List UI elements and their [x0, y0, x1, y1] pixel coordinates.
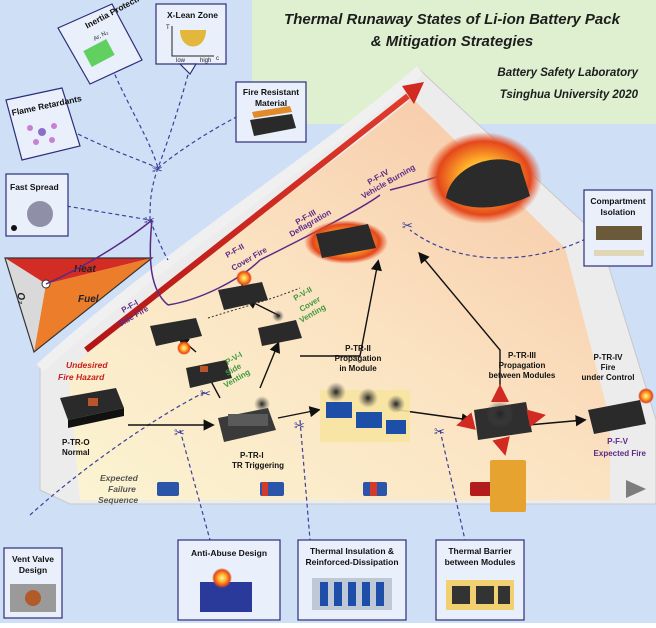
battery-p-tr-ii [320, 382, 410, 442]
state-p-tr-iii-line-2: Propagation [499, 361, 546, 370]
box-compartment-isolation: Compartment Isolation [583, 189, 653, 267]
barrier-line-2: between Modules [445, 557, 516, 567]
vent-valve-line-2: Design [19, 565, 47, 575]
state-p-tr-ii-line-1: P-TR-II [345, 344, 371, 353]
box-flame-retardants: Flame Retardants [5, 87, 83, 161]
box-fast-spread: Fast Spread [5, 173, 69, 237]
state-p-tr-o-line-1: P-TR-O [62, 438, 90, 447]
battery-p-tr-iii [456, 384, 546, 456]
sequence-label-line-3: Sequence [98, 495, 138, 505]
vent-valve-line-1: Vent Valve [12, 554, 54, 564]
hazard-label-line-1: Undesired [66, 360, 108, 370]
state-p-tr-iv-line-1: P-TR-IV [594, 353, 624, 362]
state-p-tr-iii-line-3: between Modules [489, 371, 556, 380]
sequence-cells [157, 460, 526, 512]
dotted-path [207, 287, 301, 319]
scissors-icon: ✂ [200, 386, 211, 401]
scissors-icon: ✂ [434, 424, 445, 439]
state-p-f-v-line-2: Expected Fire [594, 449, 647, 458]
x-lean-title: X-Lean Zone [167, 10, 218, 20]
sequence-label-line-1: Expected [100, 473, 139, 483]
title-line-1: Thermal Runaway States of Li-ion Battery… [284, 11, 621, 28]
state-p-tr-iii-line-1: P-TR-III [508, 351, 536, 360]
box-anti-abuse-design: Anti-Abuse Design [177, 539, 281, 621]
x-lean-axis-t: T [166, 25, 170, 31]
scissors-icon: ✂ [294, 418, 305, 433]
state-p-tr-i-line-1: P-TR-I [240, 451, 264, 460]
battery-p-f-ii [218, 270, 268, 310]
state-p-tr-ii-line-2: Propagation [335, 354, 382, 363]
box-fire-resistant-material: Fire Resistant Material [235, 81, 307, 143]
state-p-tr-iv-line-2: Fire [601, 363, 616, 372]
battery-p-v-ii [258, 310, 302, 346]
university-name: Tsinghua University 2020 [500, 89, 639, 101]
lab-name: Battery Safety Laboratory [497, 67, 638, 79]
state-p-tr-o-line-2: Normal [62, 448, 90, 457]
battery-p-f-i [150, 318, 202, 355]
box-x-lean-zone: X-Lean Zone T c low high [155, 3, 227, 75]
triangle-fuel-label: Fuel [78, 294, 99, 305]
x-lean-axis-c: c [216, 56, 219, 62]
anti-abuse-title: Anti-Abuse Design [191, 548, 267, 558]
fire-triangle: Heat Fuel O₂ [4, 257, 154, 354]
sequence-label-line-2: Failure [108, 484, 136, 494]
hazard-arrow-line [84, 93, 410, 353]
battery-p-tr-i [218, 396, 276, 442]
battery-p-tr-o [60, 388, 124, 428]
box-thermal-insulation: Thermal Insulation & Reinforced-Dissipat… [297, 539, 407, 621]
title-line-2: & Mitigation Strategies [371, 33, 534, 50]
triangle-heat-label: Heat [74, 264, 96, 275]
battery-p-v-i [186, 360, 232, 388]
state-p-tr-i-line-2: TR Triggering [232, 461, 284, 470]
insulation-line-1: Thermal Insulation & [310, 546, 394, 556]
compartment-line-2: Isolation [601, 207, 636, 217]
fast-spread-title: Fast Spread [10, 182, 59, 192]
scissors-icon: ✂ [174, 425, 185, 440]
insulation-line-2: Reinforced-Dissipation [305, 557, 398, 567]
battery-p-f-iii [304, 220, 388, 264]
compartment-line-1: Compartment [590, 196, 645, 206]
hazard-arrow-head [402, 82, 424, 104]
state-p-tr-iv-line-3: under Control [582, 373, 635, 382]
triangle-o2-label: O₂ [14, 292, 27, 306]
scissors-icon: ✂ [402, 218, 413, 233]
state-p-f-v-line-1: P-F-V [607, 437, 629, 446]
scissors-icon: ✂ [152, 162, 163, 177]
x-lean-low: low [176, 58, 186, 64]
battery-p-tr-iv [588, 388, 654, 434]
box-vent-valve-design: Vent Valve Design [3, 547, 63, 619]
wedge-edge [36, 66, 424, 372]
box-thermal-barrier: Thermal Barrier between Modules [435, 539, 525, 621]
fire-resistant-line-2: Material [255, 98, 287, 108]
x-lean-high: high [200, 58, 211, 64]
hazard-label-line-2: Fire Hazard [58, 372, 105, 382]
vehicle-burning [426, 132, 542, 224]
barrier-line-1: Thermal Barrier [448, 546, 512, 556]
scissors-markers: ✂ ✂ ✂ ✂ ✂ ✂ ✂ [144, 162, 445, 440]
sequence-arrow-head [626, 480, 646, 498]
scissors-icon: ✂ [144, 213, 155, 228]
state-p-tr-ii-line-3: in Module [339, 364, 377, 373]
fire-resistant-line-1: Fire Resistant [243, 87, 299, 97]
